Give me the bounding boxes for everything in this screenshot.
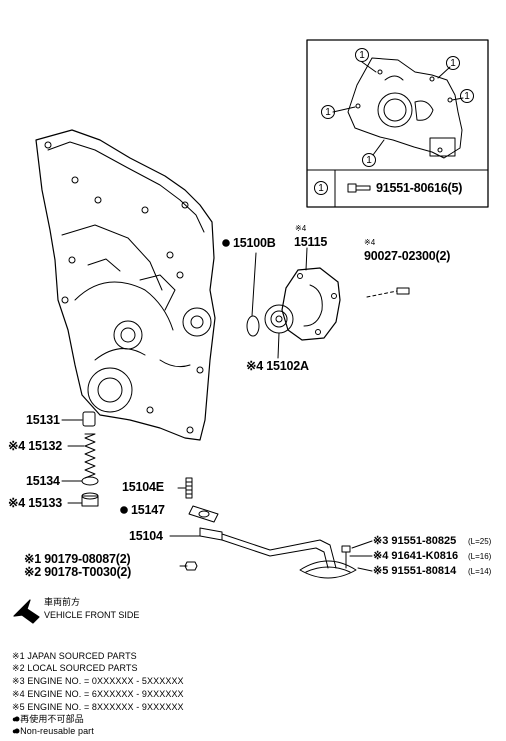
callout-91641-K0816: ※4 91641-K0816 bbox=[373, 550, 459, 562]
legend-note-5: ※5 ENGINE NO. = 8XXXXXX - 9XXXXXX bbox=[12, 702, 184, 712]
oil-pump-housing bbox=[246, 267, 410, 341]
legend-note-6: ● 再使用不可部品 bbox=[12, 714, 84, 724]
legend-note-4: ※4 ENGINE NO. = 6XXXXXX - 9XXXXXX bbox=[12, 689, 184, 699]
callout-90179: ※1 90179-08087(2) bbox=[24, 552, 131, 566]
legend-note-7: ● Non-reusable part bbox=[12, 726, 94, 736]
callout-15104: 15104 bbox=[129, 529, 163, 543]
direction-arrow bbox=[13, 599, 40, 624]
callout-91551-80814-length: (L=14) bbox=[468, 567, 492, 576]
inset-legend-number: 1 bbox=[318, 183, 324, 194]
legend-note-2: ※2 LOCAL SOURCED PARTS bbox=[12, 663, 138, 673]
timing-cover bbox=[35, 129, 216, 441]
inset-callout-number: 1 bbox=[359, 50, 365, 61]
callout-15104E: 15104E bbox=[122, 480, 164, 494]
callout-15134: 15134 bbox=[26, 474, 60, 488]
callout-15100B: 15100B bbox=[233, 236, 276, 250]
callout-15115-mark: ※4 bbox=[295, 224, 307, 233]
inset-callout-number: 1 bbox=[464, 91, 470, 102]
inset-legend-part: 91551-80616(5) bbox=[376, 181, 463, 195]
callout-15147: 15147 bbox=[131, 503, 165, 517]
inset-callout-number: 1 bbox=[450, 58, 456, 69]
legend-note-3: ※3 ENGINE NO. = 0XXXXXX - 5XXXXXX bbox=[12, 676, 184, 686]
relief-valve-parts bbox=[61, 411, 99, 507]
callout-91641-K0816-length: (L=16) bbox=[468, 552, 492, 561]
callout-91551-80814: ※5 91551-80814 bbox=[373, 565, 457, 577]
callout-15115: 15115 bbox=[294, 235, 328, 249]
legend-note-1: ※1 JAPAN SOURCED PARTS bbox=[12, 651, 137, 661]
callout-90027-mark: ※4 bbox=[364, 238, 376, 247]
inset-callout-number: 1 bbox=[325, 107, 331, 118]
callout-15102A: ※4 15102A bbox=[246, 359, 309, 373]
callout-15132: ※4 15132 bbox=[8, 439, 63, 453]
inset-callout-number: 1 bbox=[366, 155, 372, 166]
inset-box bbox=[306, 39, 489, 208]
callout-91551-80825: ※3 91551-80825 bbox=[373, 535, 457, 547]
callout-15131: 15131 bbox=[26, 413, 60, 427]
vehicle-front-jp: 車両前方 bbox=[44, 597, 81, 607]
inset-callout-circle bbox=[355, 48, 369, 62]
callout-90178: ※2 90178-T0030(2) bbox=[24, 565, 132, 579]
callout-90027: 90027-02300(2) bbox=[364, 249, 451, 263]
strainer-assembly bbox=[169, 477, 373, 579]
callout-15133: ※4 15133 bbox=[8, 496, 63, 510]
callout-91551-80825-length: (L=25) bbox=[468, 537, 492, 546]
vehicle-front-en: VEHICLE FRONT SIDE bbox=[44, 610, 140, 620]
